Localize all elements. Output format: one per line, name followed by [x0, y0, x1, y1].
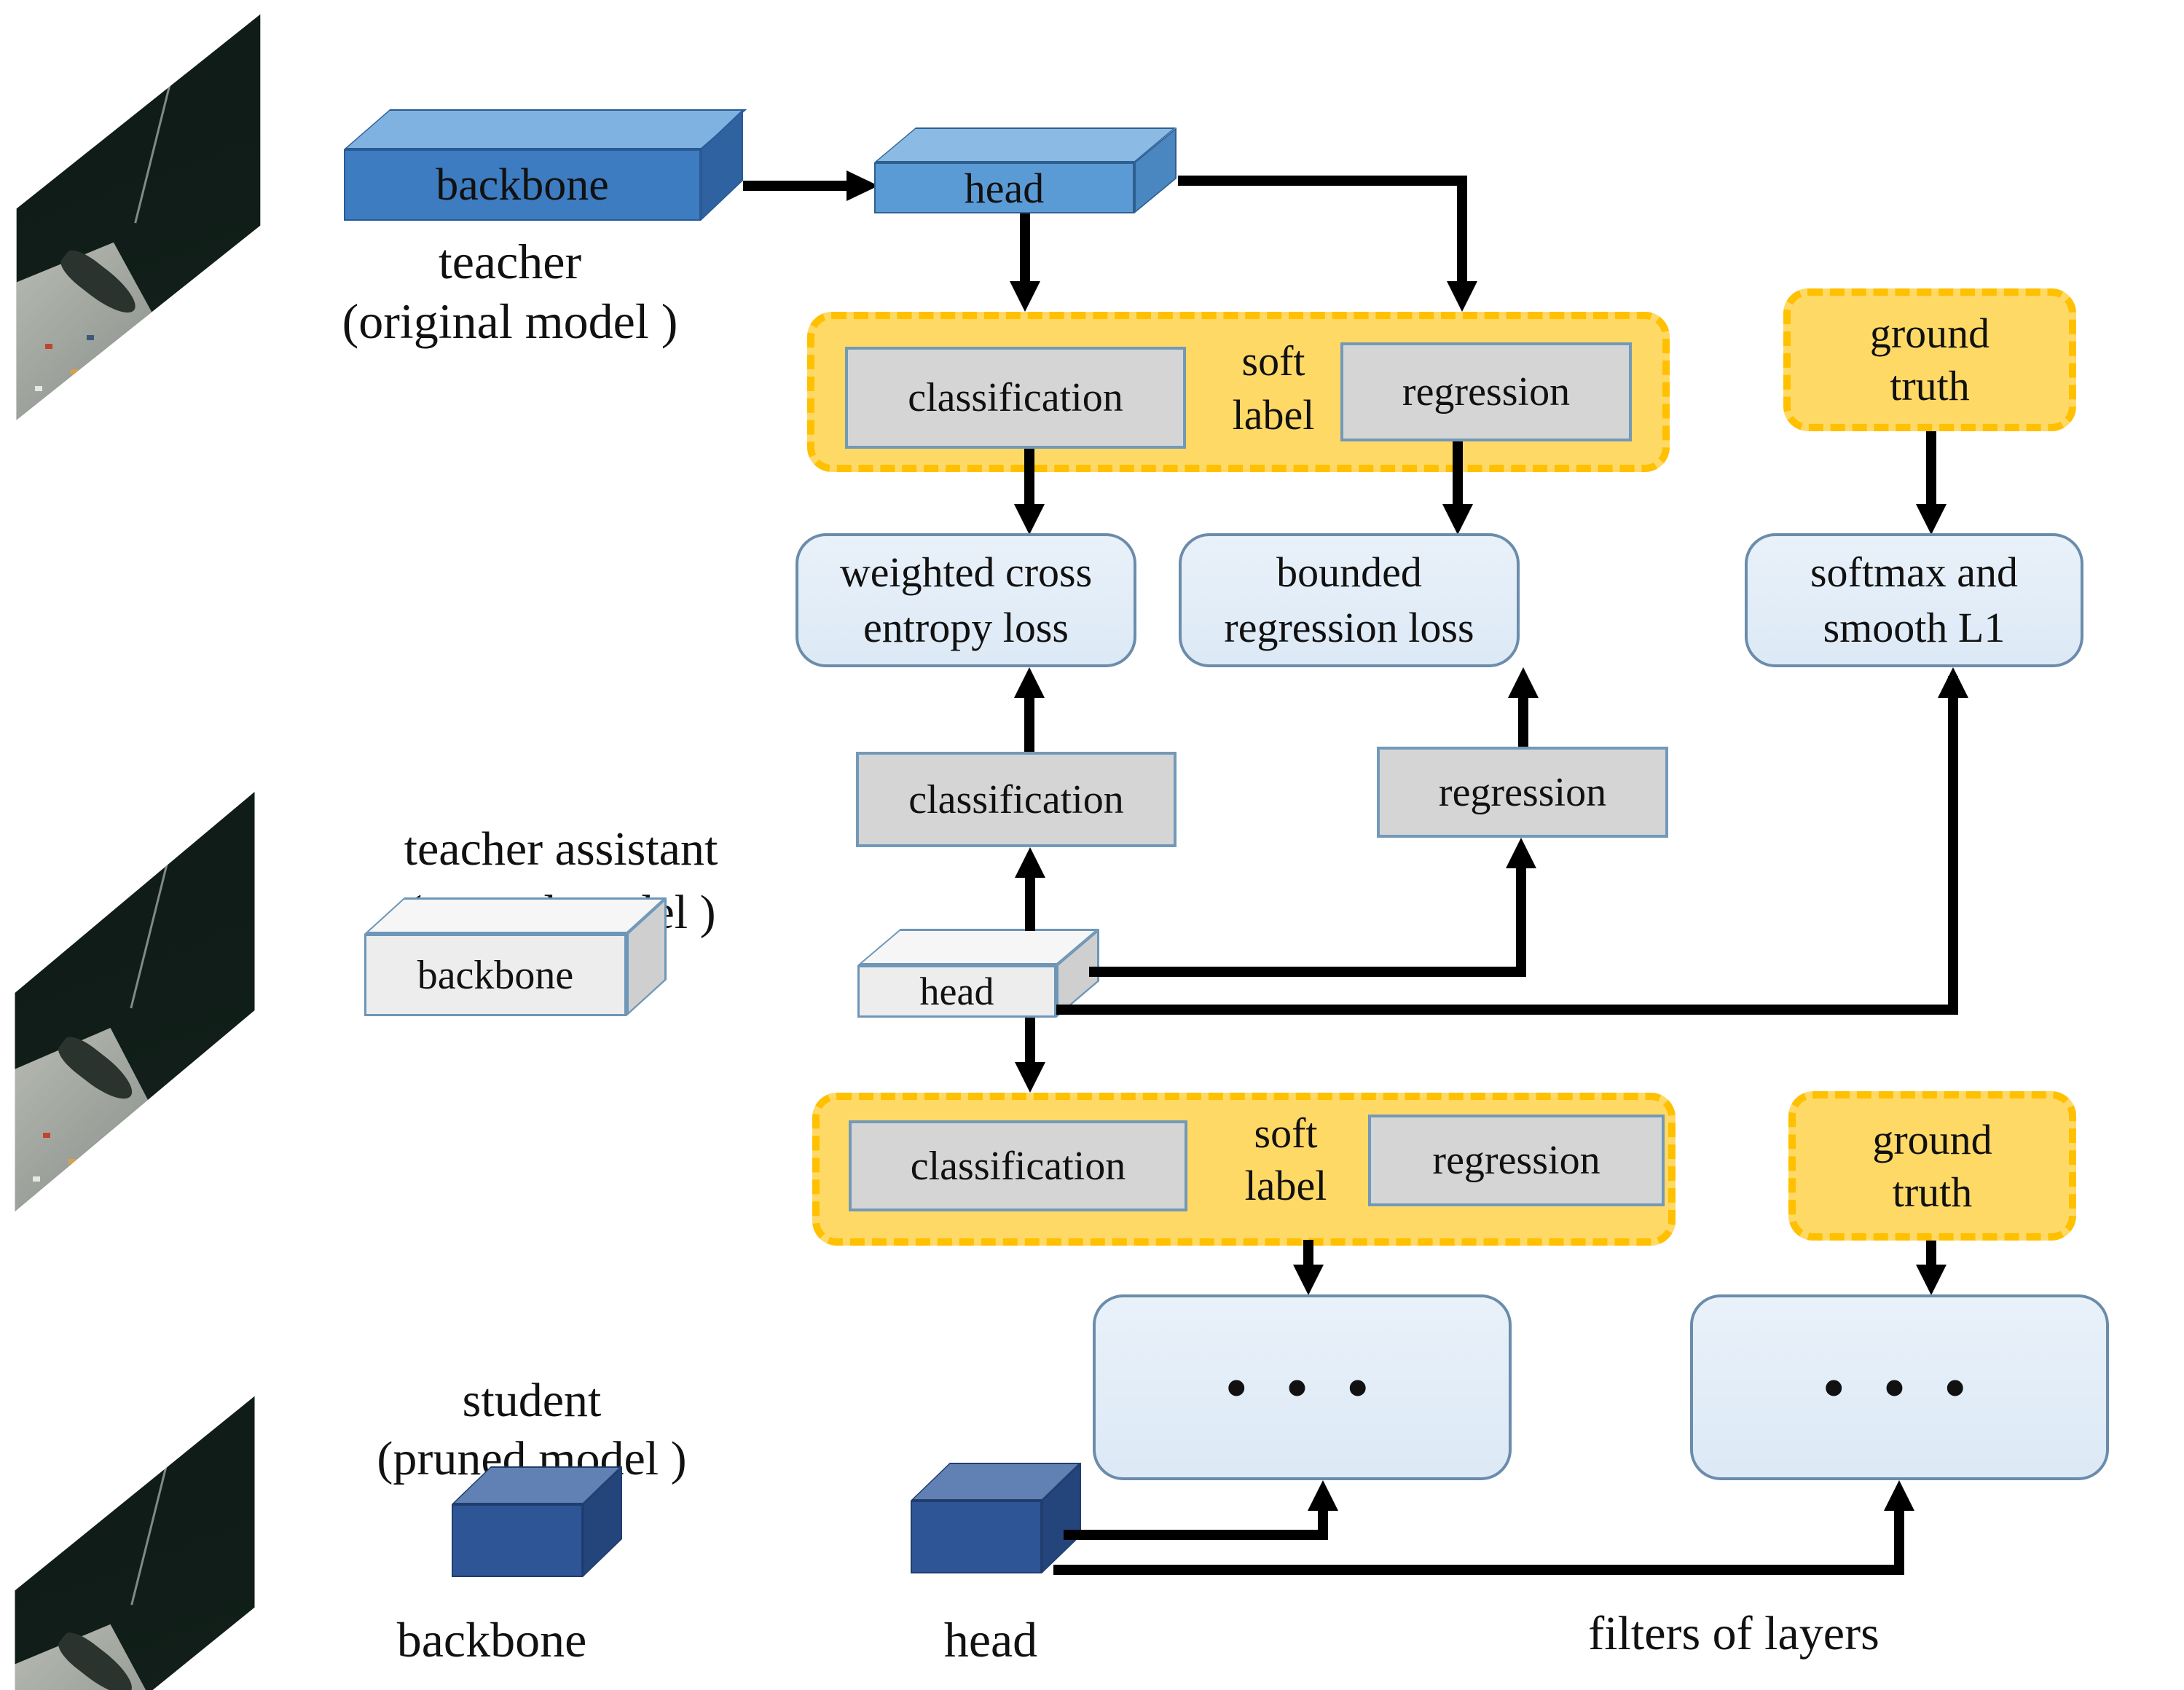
arrow-ta-regression-to-brl [1518, 692, 1528, 747]
student-title-line1: student [462, 1374, 602, 1427]
student-head-label: head [943, 1612, 1038, 1667]
assistant-title-line1: teacher assistant [404, 822, 718, 876]
arrow-softlabel2-to-dots1 [1303, 1240, 1313, 1268]
distill-box-right-dots: • • • [1822, 1350, 1977, 1425]
assistant-classification-label: classification [908, 777, 1124, 822]
arrowhead [847, 170, 879, 201]
soft-label-text-assistant-line1: soft [1254, 1109, 1318, 1157]
container-speck [43, 1133, 50, 1138]
arrowhead [1916, 504, 1947, 535]
teacher-head-label: head [964, 164, 1045, 212]
arrowhead [1938, 667, 1968, 698]
arrow-teacher-head-down [1020, 213, 1030, 283]
arrowhead [1014, 504, 1045, 535]
distill-box-left-dots: • • • [1225, 1350, 1380, 1425]
arrow-student-head-to-dots1-h [1064, 1530, 1326, 1540]
arrow-regression-to-brl [1453, 441, 1463, 507]
teacher-title-line2: (original model ) [342, 294, 678, 349]
teacher-regression-box: regression [1340, 342, 1632, 441]
assistant-soft-regression-box: regression [1368, 1115, 1665, 1206]
sea-wake-detail [129, 863, 168, 1009]
teacher-classification-label: classification [908, 375, 1123, 420]
teacher-title-line1: teacher [438, 234, 582, 289]
arrowhead [1442, 504, 1473, 535]
assistant-soft-classification-label: classification [910, 1143, 1126, 1189]
ground-truth-top-line1: ground [1869, 310, 1990, 357]
bounded-regression-loss-box: bounded regression loss [1179, 533, 1520, 667]
arrow-ta-head-to-softmax-h [1056, 1005, 1958, 1015]
soft-label-text-assistant-line2: label [1244, 1162, 1327, 1209]
sea-wake-detail [133, 83, 171, 224]
ground-truth-box-bottom: ground truth [1788, 1091, 2076, 1241]
weighted-cross-entropy-loss-box: weighted cross entropy loss [796, 533, 1136, 667]
wce-line2: entropy loss [863, 604, 1069, 651]
arrow-groundtruth-to-softmax [1926, 431, 1936, 507]
assistant-head-label: head [919, 970, 994, 1013]
filters-of-layers-label: filters of layers [1588, 1607, 1879, 1660]
arrow-ta-head-to-regression-v [1516, 864, 1526, 972]
ground-truth-box-top: ground truth [1783, 288, 2076, 431]
brl-line1: bounded [1276, 549, 1422, 596]
ground-truth-bottom-line1: ground [1872, 1115, 1992, 1163]
arrowhead [1508, 667, 1539, 698]
arrowhead [1015, 1062, 1045, 1093]
arrow-ta-head-to-regression-h [1089, 967, 1526, 977]
arrow-classification-to-wce [1024, 449, 1034, 507]
student-backbone-label: backbone [396, 1612, 587, 1667]
container-speck [33, 1176, 40, 1182]
teacher-regression-label: regression [1402, 369, 1571, 414]
arrow-student-head-to-dots2-h [1053, 1565, 1904, 1575]
assistant-classification-box: classification [856, 752, 1177, 847]
arrowhead [1916, 1265, 1947, 1295]
teacher-backbone-label: backbone [436, 160, 609, 210]
teacher-classification-box: classification [845, 347, 1186, 449]
assistant-soft-regression-label: regression [1432, 1138, 1600, 1183]
container-speck [68, 1159, 76, 1164]
arrowhead [1884, 1480, 1914, 1511]
arrowhead [1293, 1265, 1324, 1295]
satellite-image-assistant [15, 792, 255, 1211]
arrow-teacher-head-elbow-v [1457, 176, 1467, 283]
arrow-ta-head-to-classification [1025, 874, 1035, 931]
arrowhead [1015, 847, 1045, 878]
container-speck [71, 369, 79, 374]
satellite-image-teacher [16, 14, 261, 420]
distill-box-right: • • • [1690, 1294, 2109, 1480]
arrowhead [1506, 838, 1536, 868]
ssl1-line1: softmax and [1810, 549, 2019, 596]
soft-label-text-teacher-line2: label [1232, 391, 1315, 439]
soft-label-text-teacher-line1: soft [1241, 337, 1305, 385]
brl-line2: regression loss [1224, 604, 1474, 651]
assistant-regression-box: regression [1377, 747, 1668, 838]
sea-wake-detail [130, 1465, 168, 1606]
satellite-image-student [15, 1396, 255, 1690]
arrowhead [1308, 1480, 1338, 1511]
ground-truth-bottom-line2: truth [1892, 1168, 1973, 1216]
arrowhead [1010, 281, 1040, 312]
container-speck [44, 344, 52, 349]
arrow-student-head-to-dots2-v [1894, 1493, 1904, 1575]
assistant-soft-classification-box: classification [849, 1120, 1187, 1211]
arrowhead [1447, 281, 1477, 312]
arrow-ta-classification-to-wce [1024, 692, 1034, 752]
container-speck [86, 335, 94, 341]
assistant-regression-label: regression [1438, 769, 1607, 815]
arrow-groundtruth2-to-dots2 [1926, 1241, 1936, 1268]
arrowhead [1014, 667, 1045, 698]
assistant-backbone-label: backbone [417, 952, 574, 998]
arrow-teacher-head-elbow-h [1178, 176, 1467, 186]
arrow-ta-head-to-softmax-v [1948, 676, 1958, 1010]
distill-box-left: • • • [1093, 1294, 1512, 1480]
ground-truth-top-line2: truth [1890, 362, 1970, 409]
arrow-ta-head-down [1025, 1018, 1035, 1063]
arrow-teacher-backbone-to-head [743, 181, 849, 191]
ssl1-line2: smooth L1 [1823, 604, 2006, 651]
wce-line1: weighted cross [839, 549, 1093, 596]
softmax-smooth-l1-box: softmax and smooth L1 [1745, 533, 2083, 667]
container-speck [34, 386, 42, 391]
